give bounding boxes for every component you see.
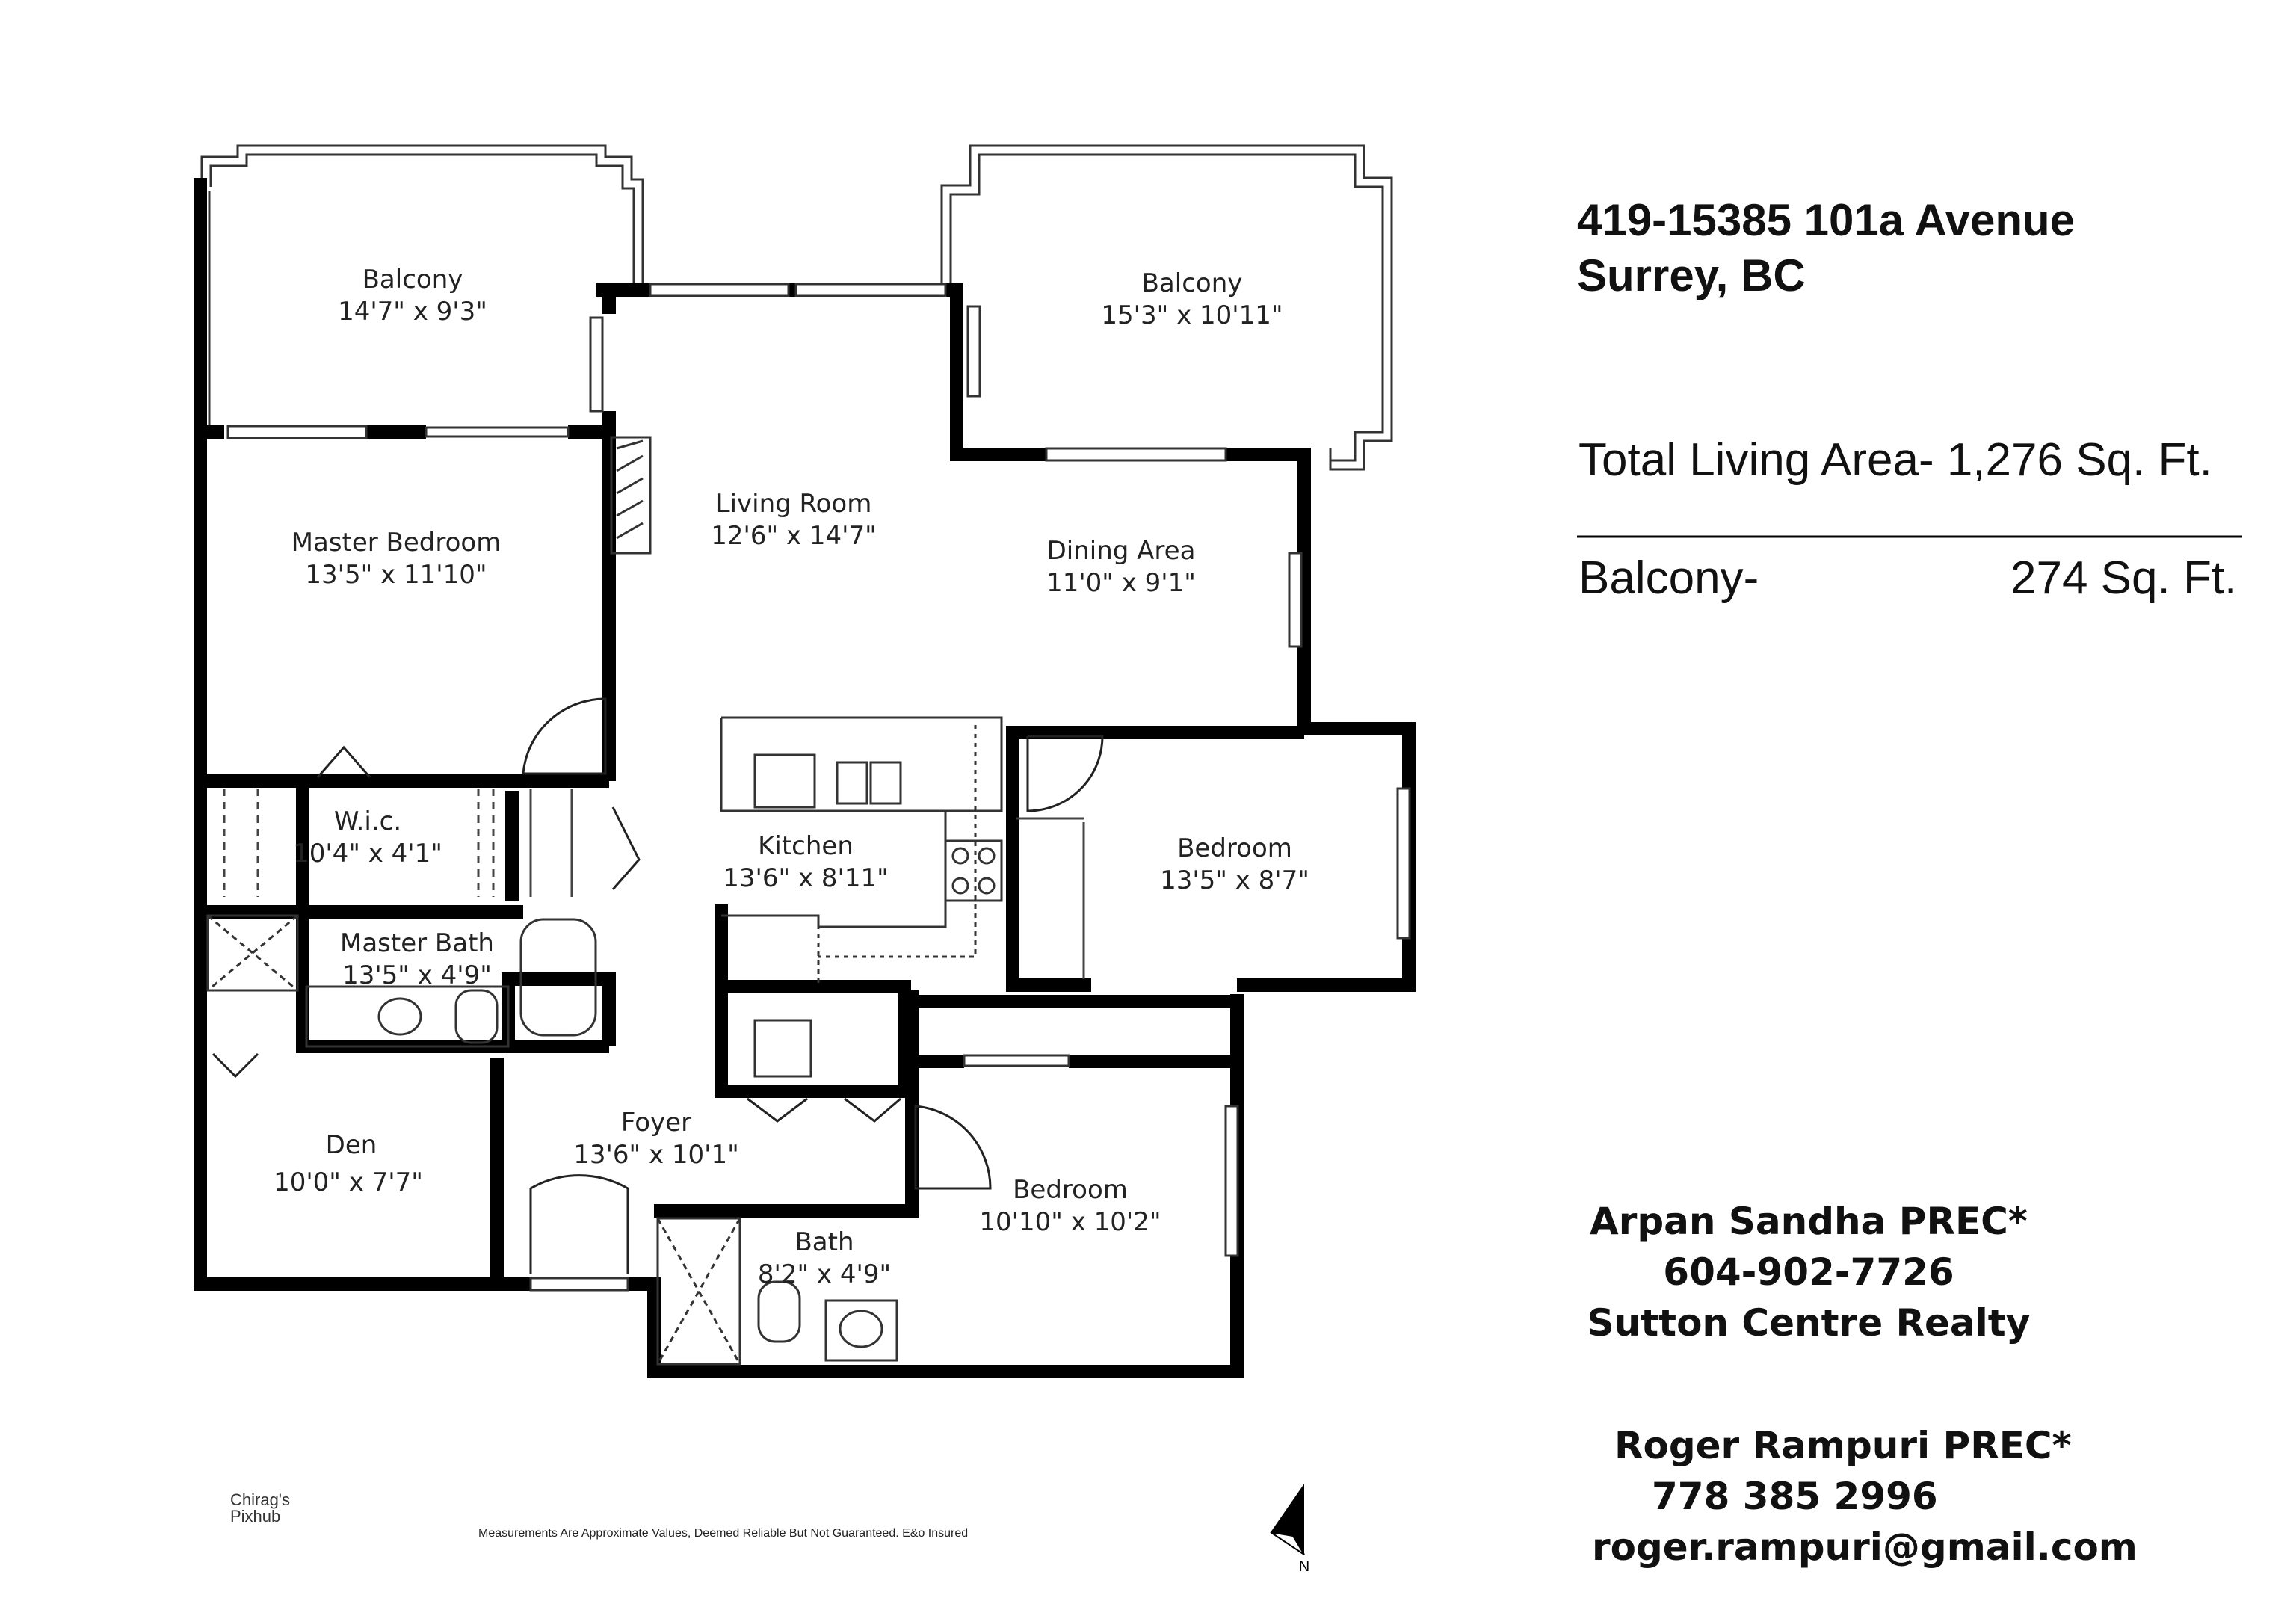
compass-label: N xyxy=(1299,1558,1309,1575)
master-bath-size: 13'5" x 4'9" xyxy=(342,960,492,990)
master-bedroom-size: 13'5" x 11'10" xyxy=(305,560,487,590)
pixhub-logo: Chirag's Pixhub xyxy=(223,1492,290,1525)
balcony-area-value: 274 Sq. Ft. xyxy=(2010,552,2238,604)
bedroom-bottom-size: 10'10" x 10'2" xyxy=(979,1207,1161,1237)
north-arrow-icon xyxy=(1270,1484,1305,1555)
balcony-left-name: Balcony xyxy=(362,265,463,294)
logo-line1: Chirag's xyxy=(230,1490,291,1509)
living-room-size: 12'6" x 14'7" xyxy=(711,521,877,551)
master-bedroom-name: Master Bedroom xyxy=(291,528,502,558)
disclaimer-text: Measurements Are Approximate Values, Dee… xyxy=(478,1527,969,1540)
agent-1-phone: 604-902-7726 xyxy=(1663,1250,1954,1294)
wic-name: W.i.c. xyxy=(334,806,401,836)
property-address: 419-15385 101a Avenue Surrey, BC xyxy=(1577,193,2075,303)
doors xyxy=(212,697,1104,1274)
kitchen-counters xyxy=(720,716,1003,1078)
agent-1-company: Sutton Centre Realty xyxy=(1587,1301,2031,1345)
room-labels: Balcony 14'7" x 9'3" Balcony 15'3" x 10'… xyxy=(274,265,1309,1289)
dining-area-size: 11'0" x 9'1" xyxy=(1046,568,1196,598)
balcony-right-outline xyxy=(940,144,1393,471)
agent-1-name: Arpan Sandha PREC* xyxy=(1590,1200,2028,1243)
bedroom-right-name: Bedroom xyxy=(1177,833,1292,863)
bath-fixtures xyxy=(206,914,898,1366)
foyer-size: 13'6" x 10'1" xyxy=(573,1140,739,1170)
wic-size: 10'4" x 4'1" xyxy=(293,839,442,869)
balcony-left-size: 14'7" x 9'3" xyxy=(338,297,487,327)
agent-block-1: Arpan Sandha PREC* 604-902-7726 Sutton C… xyxy=(1577,1196,2040,1348)
balcony-right-name: Balcony xyxy=(1142,268,1243,298)
bedroom-bottom-name: Bedroom xyxy=(1013,1175,1128,1205)
agent-2-name: Roger Rampuri PREC* xyxy=(1614,1424,2072,1467)
master-bath-name: Master Bath xyxy=(340,928,494,958)
agent-block-2: Roger Rampuri PREC* 778 385 2996 roger.r… xyxy=(1570,1420,2152,1573)
dining-area-name: Dining Area xyxy=(1047,536,1196,566)
fireplace xyxy=(610,436,652,555)
bath-name: Bath xyxy=(794,1227,854,1257)
agent-2-email: roger.rampuri@gmail.com xyxy=(1592,1526,2138,1569)
kitchen-name: Kitchen xyxy=(758,831,854,861)
windows xyxy=(226,283,1411,1292)
balcony-right-size: 15'3" x 10'11" xyxy=(1101,300,1283,330)
balcony-area-label: Balcony- xyxy=(1578,552,1759,604)
agent-2-phone: 778 385 2996 xyxy=(1652,1475,1938,1518)
address-line1: 419-15385 101a Avenue xyxy=(1577,195,2076,245)
den-size: 10'0" x 7'7" xyxy=(274,1167,423,1197)
den-name: Den xyxy=(326,1130,377,1160)
address-line2: Surrey, BC xyxy=(1577,250,1806,300)
bath-size: 8'2" x 4'9" xyxy=(758,1259,891,1289)
bedroom-right-size: 13'5" x 8'7" xyxy=(1160,866,1309,895)
closets xyxy=(223,789,1085,979)
living-room-name: Living Room xyxy=(716,489,872,519)
logo-line2: Pixhub xyxy=(230,1507,281,1526)
total-living-area: Total Living Area- 1,276 Sq. Ft. xyxy=(1578,434,2212,486)
kitchen-size: 13'6" x 8'11" xyxy=(723,863,889,893)
foyer-name: Foyer xyxy=(621,1108,691,1138)
